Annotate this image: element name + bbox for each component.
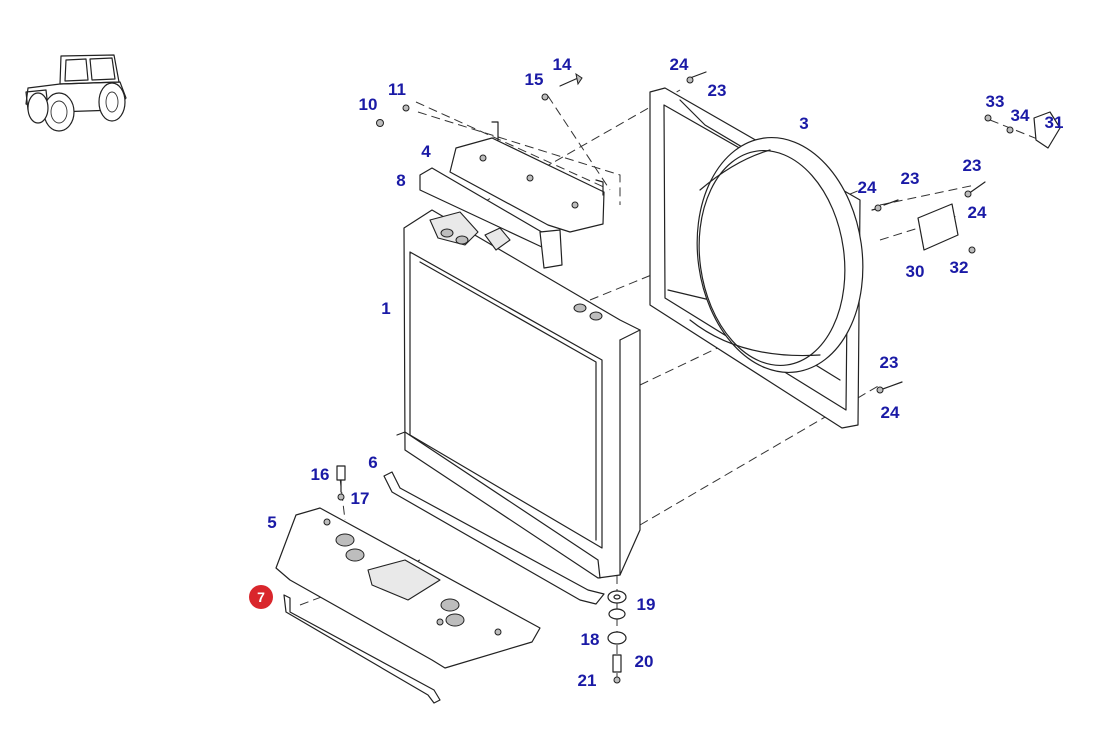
callout-7-text: 7 bbox=[257, 589, 265, 605]
callout-labels: 1345681011141516171819202123232323242424… bbox=[267, 55, 1063, 690]
callout-label[interactable]: 16 bbox=[311, 465, 330, 484]
callout-label[interactable]: 34 bbox=[1011, 106, 1030, 125]
callout-label[interactable]: 19 bbox=[637, 595, 656, 614]
callout-label[interactable]: 10 bbox=[359, 95, 378, 114]
callout-label[interactable]: 23 bbox=[901, 169, 920, 188]
lower-mount-plate bbox=[275, 507, 541, 669]
callout-label[interactable]: 5 bbox=[267, 513, 276, 532]
fan-shroud bbox=[649, 87, 864, 429]
callout-label[interactable]: 1 bbox=[381, 299, 390, 318]
callout-label[interactable]: 24 bbox=[968, 203, 987, 222]
callout-label[interactable]: 6 bbox=[368, 453, 377, 472]
tractor-thumbnail-icon bbox=[25, 54, 127, 132]
callout-label[interactable]: 4 bbox=[421, 142, 431, 161]
upper-bracket bbox=[419, 121, 605, 269]
callout-label[interactable]: 15 bbox=[525, 70, 544, 89]
fasteners bbox=[336, 71, 1061, 684]
callout-label[interactable]: 31 bbox=[1045, 113, 1064, 132]
callout-label[interactable]: 32 bbox=[950, 258, 969, 277]
callout-label[interactable]: 21 bbox=[578, 671, 597, 690]
callout-label[interactable]: 23 bbox=[963, 156, 982, 175]
callout-label[interactable]: 24 bbox=[881, 403, 900, 422]
callout-label[interactable]: 23 bbox=[708, 81, 727, 100]
lower-channel bbox=[383, 471, 605, 605]
callout-label[interactable]: 17 bbox=[351, 489, 370, 508]
callout-label[interactable]: 30 bbox=[906, 262, 925, 281]
lower-bar bbox=[283, 594, 441, 704]
callout-label[interactable]: 18 bbox=[581, 630, 600, 649]
callout-label[interactable]: 3 bbox=[799, 114, 808, 133]
callout-label[interactable]: 24 bbox=[858, 178, 877, 197]
callout-label[interactable]: 11 bbox=[388, 80, 406, 99]
callout-label[interactable]: 20 bbox=[635, 652, 654, 671]
callout-label[interactable]: 23 bbox=[880, 353, 899, 372]
radiator bbox=[396, 209, 641, 579]
callout-label[interactable]: 33 bbox=[986, 92, 1005, 111]
callout-label[interactable]: 14 bbox=[553, 55, 572, 74]
callout-label[interactable]: 24 bbox=[670, 55, 689, 74]
selected-item-marker[interactable]: 7 bbox=[249, 585, 273, 609]
callout-label[interactable]: 8 bbox=[396, 171, 405, 190]
